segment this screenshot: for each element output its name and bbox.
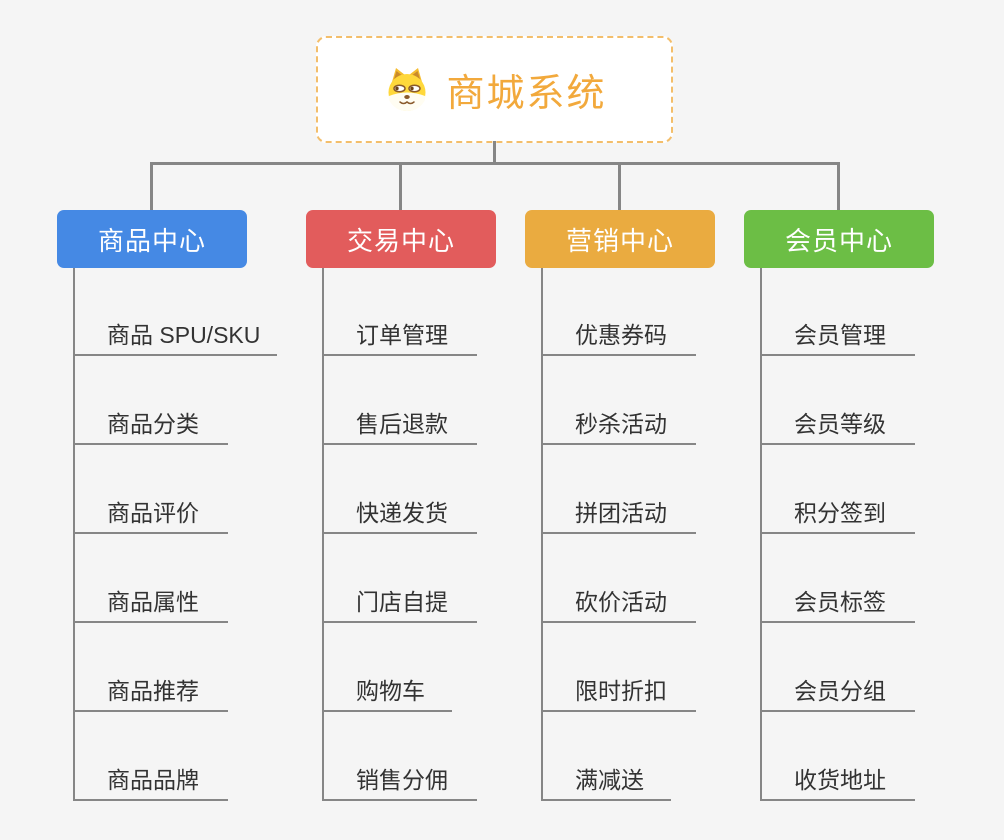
branch-node-member-center[interactable]: 会员中心 [744,210,934,268]
mindmap-leaf-item[interactable]: 订单管理 [322,312,477,356]
branch-trade-center: 交易中心 订单管理 售后退款 快递发货 门店自提 购物车 销售分佣 [306,210,546,810]
leaf-label: 砍价活动 [575,589,667,615]
doge-face-icon [388,67,426,111]
branch-connector-drop [399,162,402,210]
leaf-label: 会员标签 [794,589,886,615]
branch-node-trade-center[interactable]: 交易中心 [306,210,496,268]
mindmap-leaf-item[interactable]: 商品分类 [73,401,228,445]
leaf-label: 会员分组 [794,678,886,704]
branch-node-marketing-center[interactable]: 营销中心 [525,210,715,268]
leaf-label: 积分签到 [794,500,886,526]
root-node-title: 商城系统 [446,73,607,115]
leaf-label: 秒杀活动 [575,411,667,437]
branch-marketing-center: 营销中心 优惠券码 秒杀活动 拼团活动 砍价活动 限时折扣 满减送 [525,210,765,810]
mindmap-leaf-item[interactable]: 商品 SPU/SKU [73,312,277,356]
branch-trunk-line [322,268,324,801]
leaf-label: 快递发货 [356,500,448,526]
leaf-label: 拼团活动 [575,500,667,526]
leaf-label: 优惠券码 [575,322,667,348]
leaf-label: 商品 SPU/SKU [107,322,261,348]
mindmap-leaf-item[interactable]: 门店自提 [322,579,477,623]
mindmap-leaf-item[interactable]: 会员标签 [760,579,915,623]
branch-node-product-center[interactable]: 商品中心 [57,210,247,268]
mindmap-leaf-item[interactable]: 商品推荐 [73,668,228,712]
leaf-label: 商品评价 [107,500,199,526]
mindmap-leaf-item[interactable]: 拼团活动 [541,490,696,534]
mindmap-leaf-item[interactable]: 售后退款 [322,401,477,445]
leaf-label: 商品分类 [107,411,199,437]
mindmap-leaf-item[interactable]: 优惠券码 [541,312,696,356]
leaf-label: 订单管理 [356,322,448,348]
mindmap-leaf-item[interactable]: 砍价活动 [541,579,696,623]
leaf-label: 门店自提 [356,589,448,615]
mindmap-leaf-item[interactable]: 商品品牌 [73,757,228,801]
leaf-label: 商品推荐 [107,678,199,704]
branch-member-center: 会员中心 会员管理 会员等级 积分签到 会员标签 会员分组 收货地址 [744,210,984,810]
leaf-label: 销售分佣 [356,767,448,793]
branch-connector-drop [150,162,153,210]
mindmap-leaf-item[interactable]: 商品评价 [73,490,228,534]
mindmap-leaf-item[interactable]: 满减送 [541,757,671,801]
root-node-mall-system[interactable]: 商城系统 [316,36,673,143]
branch-trunk-line [760,268,762,801]
mindmap-leaf-item[interactable]: 秒杀活动 [541,401,696,445]
mindmap-leaf-item[interactable]: 购物车 [322,668,452,712]
mindmap-leaf-item[interactable]: 会员分组 [760,668,915,712]
leaf-label: 会员等级 [794,411,886,437]
branch-connector-bar [150,162,840,165]
branch-product-center: 商品中心 商品 SPU/SKU 商品分类 商品评价 商品属性 商品推荐 商品品牌 [57,210,297,810]
leaf-label: 满减送 [575,767,644,793]
leaf-label: 售后退款 [356,411,448,437]
leaf-label: 限时折扣 [575,678,667,704]
leaf-label: 商品品牌 [107,767,199,793]
branch-trunk-line [541,268,543,801]
mindmap-leaf-item[interactable]: 销售分佣 [322,757,477,801]
branch-trunk-line [73,268,75,801]
mindmap-leaf-item[interactable]: 积分签到 [760,490,915,534]
branch-connector-drop [618,162,621,210]
branch-connector-drop [837,162,840,210]
leaf-label: 收货地址 [794,767,886,793]
mindmap-leaf-item[interactable]: 收货地址 [760,757,915,801]
mindmap-leaf-item[interactable]: 商品属性 [73,579,228,623]
leaf-label: 商品属性 [107,589,199,615]
leaf-label: 购物车 [356,678,425,704]
mindmap-leaf-item[interactable]: 会员管理 [760,312,915,356]
root-connector-stub [493,141,496,163]
leaf-label: 会员管理 [794,322,886,348]
mindmap-leaf-item[interactable]: 快递发货 [322,490,477,534]
mindmap-leaf-item[interactable]: 会员等级 [760,401,915,445]
mindmap-leaf-item[interactable]: 限时折扣 [541,668,696,712]
